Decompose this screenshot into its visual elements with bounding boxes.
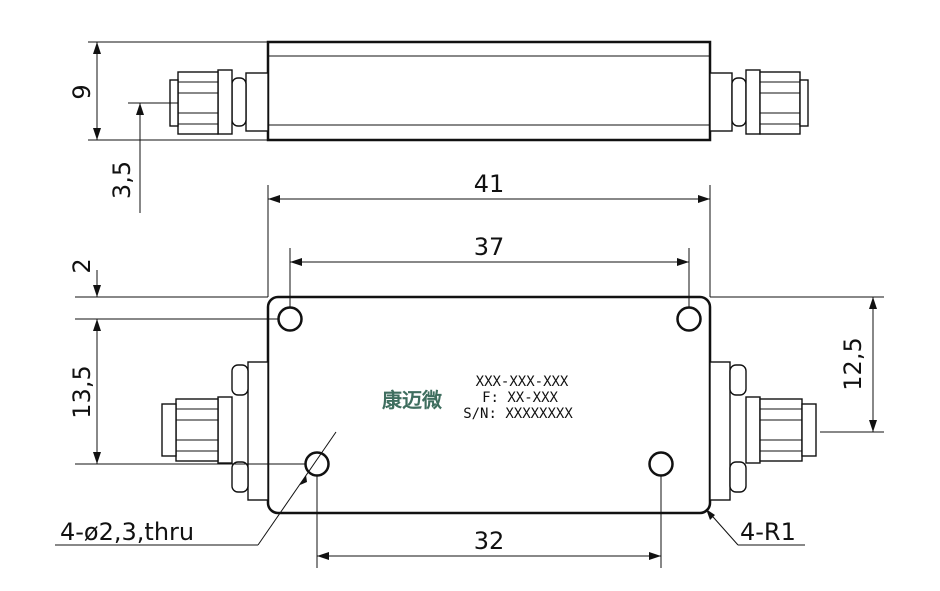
top-view: 康迈微 XXX-XXX-XXX F: XX-XXX S/N: XXXXXXXX … [55, 170, 884, 568]
mounting-hole-bottom-left [304, 451, 330, 477]
serial-number: S/N: XXXXXXXX [463, 406, 573, 422]
brand-logo: 康迈微 [382, 388, 442, 412]
mounting-hole-top-left [277, 306, 303, 332]
dim-hole-vertical-spacing-text: 13,5 [68, 365, 96, 418]
top-right-connector [709, 361, 817, 501]
frequency-label: F: XX-XXX [482, 390, 558, 406]
hole-note-text: 4-ø2,3,thru [60, 518, 194, 546]
dim-height-side-text: 9 [68, 84, 96, 99]
dim-hole-spacing-bottom-text: 32 [474, 527, 505, 555]
dim-connector-axis-text: 12,5 [839, 337, 867, 390]
dim-connector-axis: 12,5 [710, 296, 884, 433]
dim-length-overall: 41 [267, 170, 711, 297]
side-right-connector [709, 69, 809, 135]
dim-connector-offset: 3,5 [108, 102, 178, 213]
dim-connector-offset-text: 3,5 [108, 161, 136, 199]
dim-edge-to-hole: 2 [68, 258, 279, 320]
corner-radius-note-text: 4-R1 [740, 518, 796, 546]
mounting-hole-top-right [676, 306, 702, 332]
top-left-connector [161, 361, 269, 501]
dim-hole-spacing-top-text: 37 [474, 233, 505, 261]
side-view: 9 3,5 [68, 40, 809, 213]
side-left-connector [169, 69, 269, 135]
dim-edge-to-hole-text: 2 [68, 258, 96, 273]
dim-hole-spacing-top: 37 [289, 233, 690, 308]
dim-hole-vertical-spacing: 13,5 [68, 319, 305, 465]
dim-length-overall-text: 41 [474, 170, 505, 198]
part-number: XXX-XXX-XXX [476, 374, 569, 390]
hole-note: 4-ø2,3,thru [55, 431, 337, 546]
corner-radius-note: 4-R1 [705, 508, 805, 546]
product-label: 康迈微 XXX-XXX-XXX F: XX-XXX S/N: XXXXXXXX [382, 374, 573, 422]
mounting-hole-bottom-right [648, 451, 674, 477]
dim-height-side: 9 [68, 41, 268, 141]
dim-hole-spacing-bottom: 32 [316, 476, 662, 568]
